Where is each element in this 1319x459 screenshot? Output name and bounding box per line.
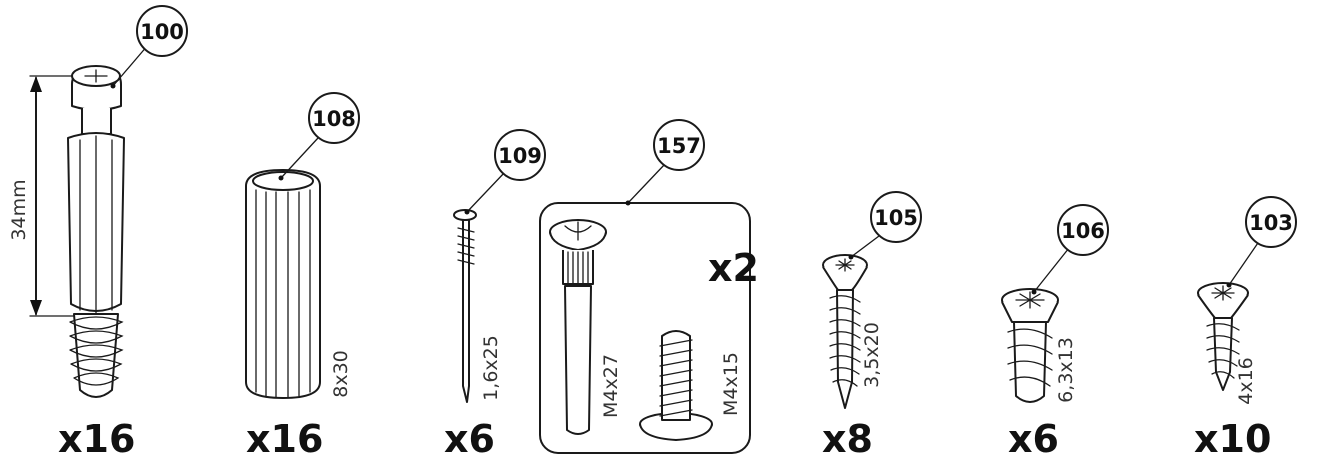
callout-label: 105: [874, 206, 918, 230]
quantity-label: x6: [444, 417, 495, 459]
size-label: 3,5x20: [861, 322, 883, 388]
size-label: 6,3x13: [1055, 337, 1077, 403]
quantity-label: x8: [822, 417, 873, 459]
dimension-arrow: 34mm: [8, 75, 89, 317]
quantity-label: x10: [1194, 417, 1271, 459]
set-frame: [539, 202, 751, 454]
quantity-label: x16: [246, 417, 323, 459]
size-label: 4x16: [1235, 357, 1257, 405]
quantity-label: x2: [708, 246, 759, 290]
part-108-wooden-dowel: 108 8x30 x16: [245, 92, 360, 459]
size-label-short-bolt: M4x15: [720, 352, 742, 416]
part-103-wood-screw: 103 4x16 x10: [1194, 196, 1297, 459]
part-100-cam-dowel: 34mm 100 x16: [8, 5, 188, 459]
callout-circle: [1245, 196, 1297, 248]
callout-label: 106: [1061, 219, 1105, 243]
callout-label: 100: [140, 20, 184, 44]
callout-label: 108: [312, 107, 356, 131]
callout-circle: [1057, 204, 1109, 256]
callout-circle: [136, 5, 188, 57]
callout-label: 109: [498, 144, 542, 168]
dimension-label: 34mm: [8, 179, 30, 240]
part-106-euro-screw: 106 6,3x13 x6: [1001, 204, 1109, 459]
callout-label: 103: [1249, 211, 1293, 235]
quantity-label: x16: [58, 417, 135, 459]
size-label: 1,6x25: [480, 335, 502, 401]
callout-circle: [870, 191, 922, 243]
callout-circle: [653, 119, 705, 171]
quantity-label: x6: [1008, 417, 1059, 459]
callout-circle: [494, 129, 546, 181]
size-label: 8x30: [330, 350, 352, 398]
callout-circle: [308, 92, 360, 144]
size-label-long-bolt: M4x27: [600, 354, 622, 418]
callout-label: 157: [657, 134, 701, 158]
part-109-nail: 109 1,6x25 x6: [444, 129, 546, 459]
part-105-wood-screw: 105 3,5x20 x8: [822, 191, 922, 459]
part-157-connector-bolt-set: 157 x2 M4x27 M4x15: [539, 119, 759, 454]
